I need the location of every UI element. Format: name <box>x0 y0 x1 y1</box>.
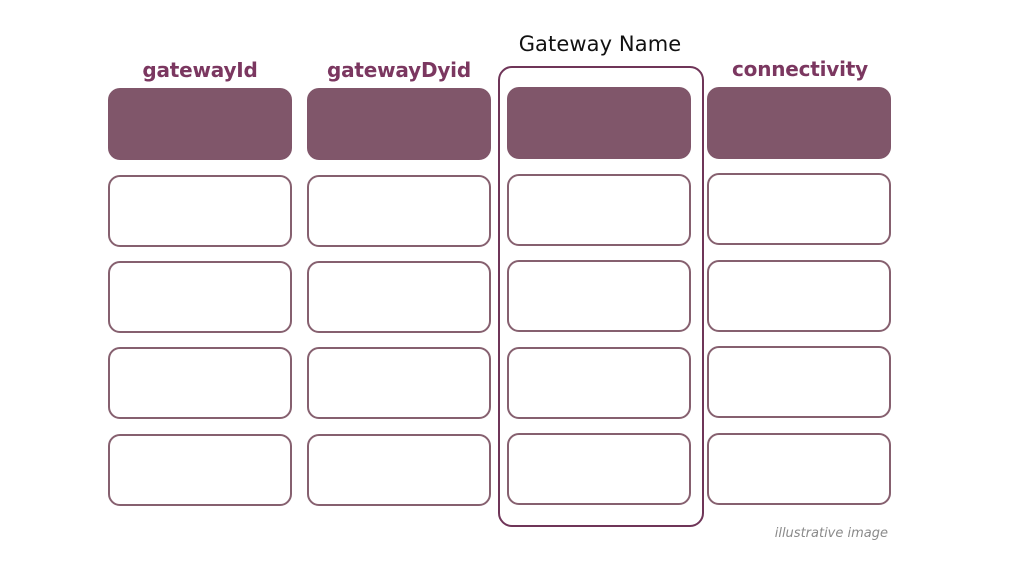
column-header-cell <box>707 87 891 159</box>
highlight-frame-gateway-name <box>498 66 704 527</box>
table-cell <box>108 434 292 506</box>
column-title-gateway-dyid: gatewayDyid <box>327 58 471 82</box>
column-header-cell <box>307 88 491 160</box>
table-cell <box>307 347 491 419</box>
table-cell <box>108 261 292 333</box>
column-title-gateway-id: gatewayId <box>142 58 258 82</box>
column-title-connectivity: connectivity <box>732 57 868 81</box>
table-cell <box>507 260 691 332</box>
table-cell <box>707 173 891 245</box>
table-cell <box>507 174 691 246</box>
caption: illustrative image <box>774 526 888 541</box>
table-cell <box>707 346 891 418</box>
table-cell <box>108 347 292 419</box>
table-cell <box>307 434 491 506</box>
table-cell <box>507 433 691 505</box>
table-cell <box>707 433 891 505</box>
column-title-gateway-name: Gateway Name <box>518 32 682 56</box>
column-header-cell <box>108 88 292 160</box>
table-cell <box>707 260 891 332</box>
table-cell <box>307 261 491 333</box>
table-cell <box>507 347 691 419</box>
column-header-cell <box>507 87 691 159</box>
table-cell <box>307 175 491 247</box>
table-cell <box>108 175 292 247</box>
